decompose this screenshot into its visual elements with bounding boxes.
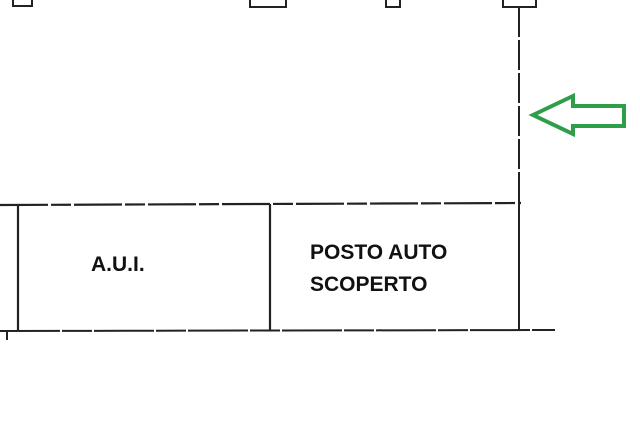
room-label-posto-line-1: POSTO AUTO (310, 241, 448, 264)
left-arrow-icon (528, 92, 626, 138)
top-edge-marks (12, 0, 537, 8)
room-label-aui-line: A.U.I. (91, 253, 145, 276)
top-mark-left (12, 0, 33, 7)
top-mark-mid (249, 0, 287, 8)
rooms-bottom-wall (0, 329, 556, 332)
room-label-posto-auto: POSTO AUTO SCOPERTO (310, 237, 447, 301)
top-mark-small (385, 0, 401, 8)
rooms-top-wall (0, 201, 522, 207)
room-label-posto-line-2: SCOPERTO (310, 273, 428, 296)
top-mark-right (502, 0, 537, 8)
room-label-aui: A.U.I. (91, 249, 145, 281)
